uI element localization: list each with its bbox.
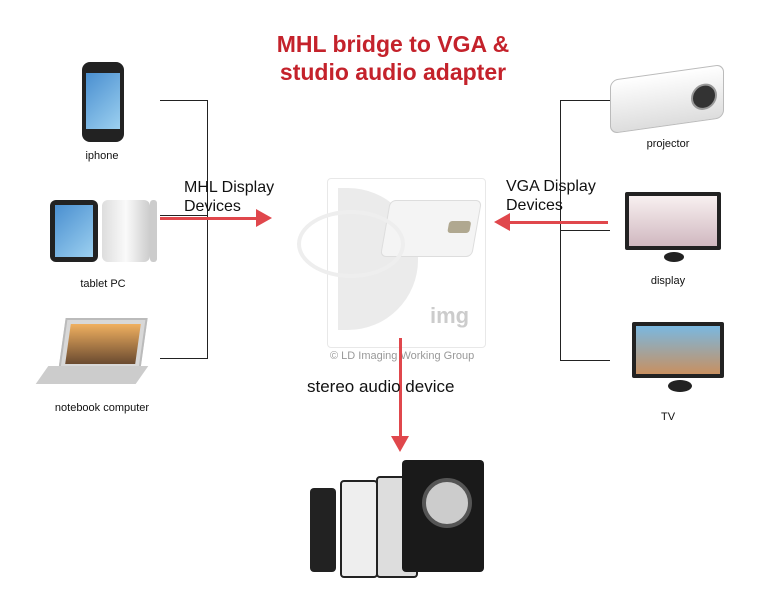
- arrow-left: [508, 221, 608, 224]
- adapter-cable: [297, 210, 405, 278]
- connector-line: [560, 360, 610, 361]
- connector-line: [160, 358, 207, 359]
- display-image: [625, 192, 721, 250]
- title: MHL bridge to VGA &studio audio adapter: [0, 30, 768, 86]
- display-stand: [664, 252, 684, 262]
- connector-line: [207, 100, 208, 359]
- title-line-2: studio audio adapter: [279, 59, 507, 85]
- arrow-head-icon: [391, 436, 409, 452]
- tv-label: TV: [660, 411, 676, 423]
- laptop-image: [58, 318, 148, 370]
- arrow-head-icon: [494, 213, 510, 231]
- label-line: MHL Display: [184, 179, 275, 196]
- speakers-image: [310, 458, 490, 578]
- connector-line: [560, 100, 561, 361]
- label-line: VGA Display: [506, 178, 596, 195]
- tv-stand: [668, 380, 692, 392]
- iphone-label: iphone: [85, 150, 119, 162]
- label-line: Devices: [506, 197, 563, 214]
- connector-line: [160, 215, 207, 216]
- tablet-back-image: [102, 200, 150, 262]
- tablet-front-image: [50, 200, 98, 262]
- tablet-label: tablet PC: [80, 278, 126, 290]
- watermark-credit: © LD Imaging Working Group: [330, 350, 475, 362]
- tv-image: [632, 322, 724, 378]
- label-line: Devices: [184, 198, 241, 215]
- connector-line: [160, 100, 207, 101]
- connector-line: [560, 100, 610, 101]
- display-label: display: [650, 275, 686, 287]
- arrow-down: [399, 338, 402, 438]
- arrow-head-icon: [256, 209, 272, 227]
- arrow-right: [160, 217, 258, 220]
- stereo-audio-label: stereo audio device: [307, 377, 455, 396]
- laptop-keyboard: [35, 366, 149, 384]
- laptop-label: notebook computer: [54, 402, 150, 414]
- iphone-image: [82, 62, 124, 142]
- connector-line: [560, 230, 610, 231]
- tablet-side-image: [150, 200, 157, 262]
- projector-label: projector: [646, 138, 690, 150]
- watermark-logo-text: img: [430, 303, 470, 328]
- title-line-1: MHL bridge to VGA &: [276, 31, 510, 57]
